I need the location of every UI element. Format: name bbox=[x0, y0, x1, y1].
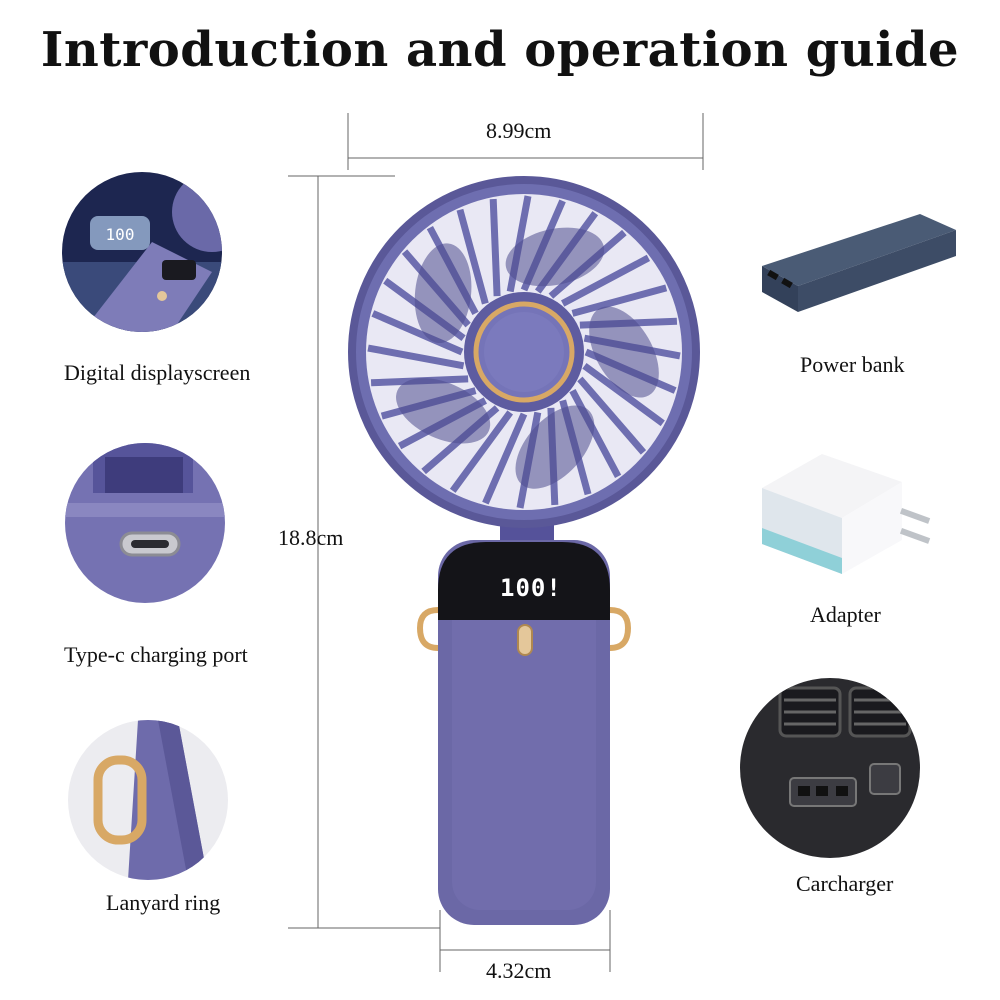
fan-grill-rib bbox=[582, 362, 665, 427]
width-bottom-dimension: 4.32cm bbox=[486, 958, 552, 983]
fan-grill-rib bbox=[371, 310, 464, 356]
fan-blade bbox=[505, 227, 605, 287]
fan-grill-rib bbox=[571, 284, 668, 317]
page-title: Introduction and operation guide bbox=[40, 22, 960, 78]
fan-grill-rib bbox=[482, 412, 528, 505]
type-c-port-icon bbox=[65, 443, 225, 603]
fan-blade bbox=[414, 243, 472, 344]
charging-label-adapter: Adapter bbox=[810, 602, 881, 627]
adapter-icon bbox=[762, 454, 931, 574]
charging-label-car-charger: Carcharger bbox=[796, 871, 894, 896]
feature-label-display: Digital displayscreen bbox=[64, 360, 251, 385]
fan-blade bbox=[515, 405, 595, 489]
fan-blade bbox=[396, 378, 491, 444]
feature-label-lanyard: Lanyard ring bbox=[106, 890, 221, 915]
width-top-dimension: 8.99cm bbox=[486, 118, 552, 143]
fan-product bbox=[348, 176, 700, 925]
fan-grill-rib bbox=[367, 344, 465, 370]
fan-grill-rib bbox=[561, 254, 651, 307]
fan-grill-rib bbox=[449, 410, 514, 493]
svg-text:100: 100 bbox=[106, 225, 135, 244]
feature-label-type-c: Type-c charging port bbox=[64, 642, 248, 667]
display-screen-icon: 100 bbox=[62, 172, 222, 332]
fan-display-reading: 100! bbox=[500, 574, 562, 602]
fan-blade bbox=[589, 306, 659, 398]
car-charger-icon bbox=[740, 678, 920, 858]
fan-grill-rib bbox=[569, 389, 622, 479]
charging-label-power-bank: Power bank bbox=[800, 352, 905, 377]
fan-grill-rib bbox=[456, 208, 489, 305]
fan-grill-rib bbox=[577, 376, 647, 455]
lanyard-ring-icon bbox=[68, 720, 228, 880]
fan-grill-rib bbox=[489, 198, 501, 297]
power-bank-icon bbox=[762, 214, 956, 312]
height-dimension: 18.8cm bbox=[278, 525, 344, 550]
